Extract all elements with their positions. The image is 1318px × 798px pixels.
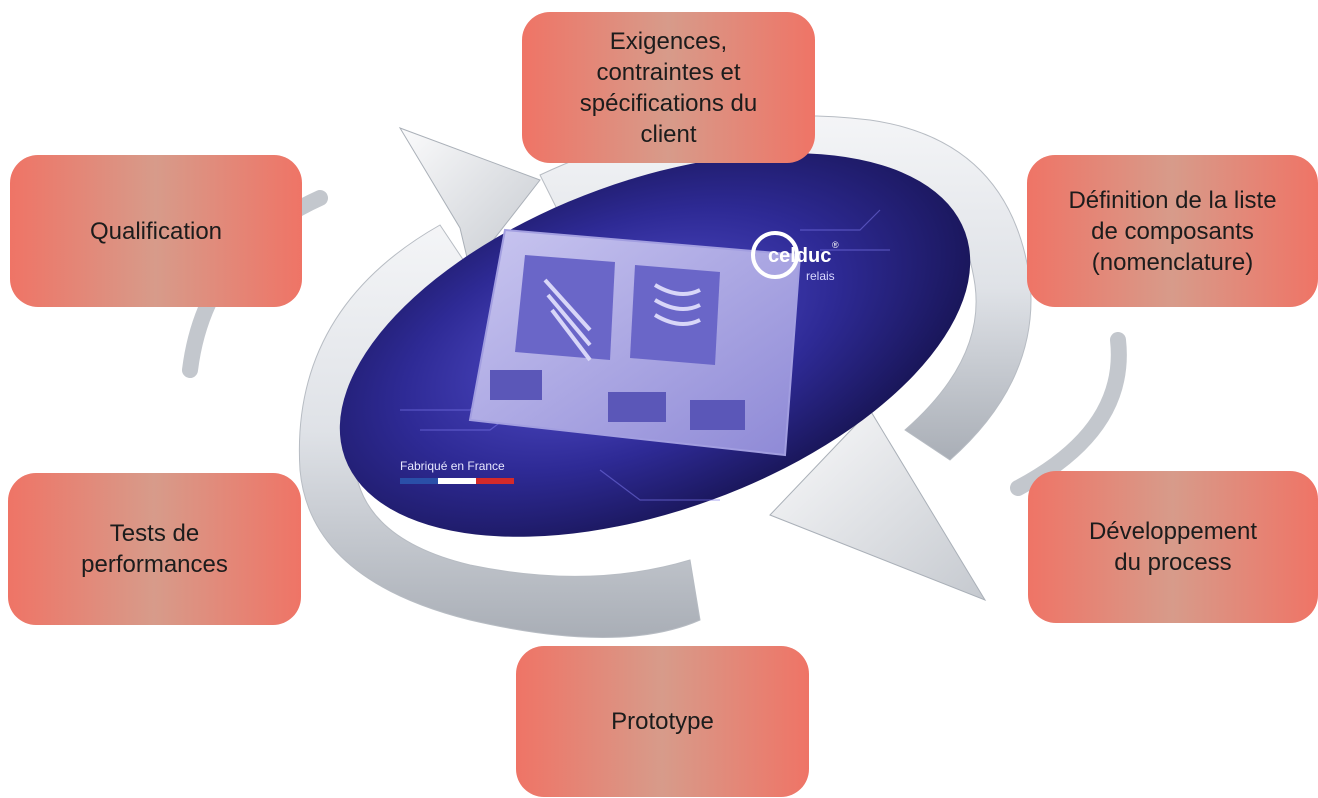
flag-white [438,478,476,484]
relay-chip-icon [468,228,802,457]
made-in-france-badge: Fabriqué en France [400,459,514,484]
logo-text: celduc [768,245,831,267]
step-performance-tests: Tests de performances [8,473,301,625]
flag-blue [400,478,438,484]
logo-mark: ® [832,240,839,250]
celduc-logo: celduc ® relais [751,231,839,283]
step-prototype: Prototype [516,646,809,797]
arrow-head-lower-icon [769,409,987,602]
step-process-development: Développement du process [1028,471,1318,623]
step-requirements: Exigences, contraintes et spécifications… [522,12,815,163]
step-qualification: Qualification [10,155,302,307]
step-component-list: Définition de la liste de composants (no… [1027,155,1318,307]
logo-subtext: relais [806,269,835,283]
circuit-lines [400,209,890,501]
badge-text: Fabriqué en France [400,459,505,473]
right-rod [1010,332,1127,496]
flag-red [476,478,514,484]
